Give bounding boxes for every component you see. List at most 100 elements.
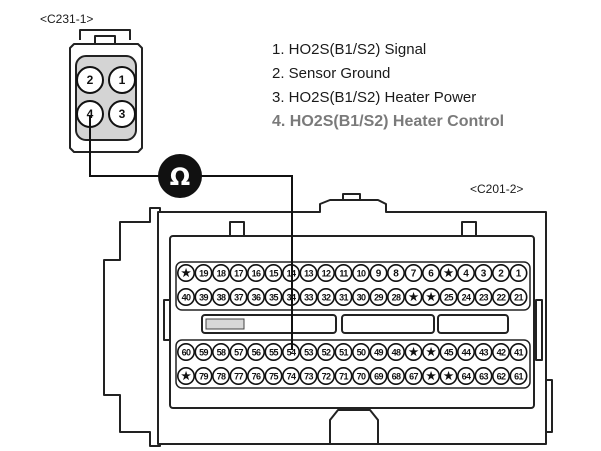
c201-key-slots — [201, 314, 509, 334]
c201-pin-label: 21 — [514, 292, 523, 302]
c201-pin: 51 — [334, 342, 353, 361]
c201-pin-label: ★ — [426, 291, 436, 303]
c201-pin: 57 — [229, 342, 248, 361]
c201-pin: 48 — [386, 342, 405, 361]
c201-pin: 22 — [491, 287, 510, 306]
c201-pin-label: 7 — [411, 268, 417, 279]
c201-pin: ★ — [177, 366, 196, 385]
c201-pin-label: 30 — [357, 292, 366, 302]
c201-pin-label: 77 — [234, 371, 243, 381]
c201-pin: 75 — [264, 366, 283, 385]
c201-pin: ★ — [421, 287, 440, 306]
c201-pin: 38 — [212, 287, 231, 306]
c201-pin-label: 11 — [339, 268, 348, 278]
c201-pin-label: 35 — [269, 292, 278, 302]
c201-pin-label: 79 — [199, 371, 208, 381]
c201-pin-label: 58 — [217, 347, 226, 357]
c201-pin: 10 — [351, 263, 370, 282]
c201-pin-label: 60 — [182, 347, 191, 357]
c201-pin-label: 55 — [269, 347, 278, 357]
c201-pin-label: 45 — [444, 347, 453, 357]
c201-pin: 79 — [194, 366, 213, 385]
c201-pin-label: 28 — [392, 292, 401, 302]
c201-pin-label: 41 — [514, 347, 523, 357]
c201-pin: 55 — [264, 342, 283, 361]
c201-pin: 58 — [212, 342, 231, 361]
c201-pin: ★ — [439, 263, 458, 282]
c201-pin: 60 — [177, 342, 196, 361]
c201-pin: 39 — [194, 287, 213, 306]
c201-pin: 69 — [369, 366, 388, 385]
c201-pin: ★ — [421, 342, 440, 361]
c201-pin-label: 54 — [287, 347, 296, 357]
c201-pin-label: 22 — [497, 292, 506, 302]
c201-pin: 32 — [316, 287, 335, 306]
c201-pin-label: 48 — [392, 347, 401, 357]
c201-pin-label: ★ — [409, 346, 419, 358]
c201-pin-label: 8 — [393, 268, 399, 279]
c201-pin-label: 10 — [357, 268, 366, 278]
c201-pin: 3 — [474, 263, 493, 282]
c201-pin-label: 51 — [339, 347, 348, 357]
c201-pin-label: ★ — [444, 370, 454, 382]
c231-pin-label: 2 — [87, 73, 94, 87]
c201-pin: 71 — [334, 366, 353, 385]
c201-pin: 62 — [491, 366, 510, 385]
c201-pin: 37 — [229, 287, 248, 306]
c201-pin: 73 — [299, 366, 318, 385]
c201-pin-label: 67 — [409, 371, 418, 381]
legend-item-4: 4. HO2S(B1/S2) Heater Control — [272, 113, 505, 130]
svg-text:Ω: Ω — [170, 163, 190, 191]
c201-pin-label: 17 — [234, 268, 243, 278]
c231-pin: 2 — [76, 66, 104, 94]
c201-pin: 59 — [194, 342, 213, 361]
c201-pin: ★ — [177, 263, 196, 282]
c201-pin: 40 — [177, 287, 196, 306]
c201-pin-label: 1 — [516, 268, 522, 279]
c201-pin-label: 15 — [269, 268, 278, 278]
c201-pin-label: 62 — [497, 371, 506, 381]
c231-pin-label: 1 — [119, 73, 126, 87]
c201-pin: 21 — [509, 287, 528, 306]
c231-connector-label: <C231-1> — [40, 12, 94, 26]
c201-pin: 50 — [351, 342, 370, 361]
c201-pin-label: 70 — [357, 371, 366, 381]
c201-pin-label: 42 — [497, 347, 506, 357]
c201-pin: 17 — [229, 263, 248, 282]
c201-pin-label: 61 — [514, 371, 523, 381]
c201-pin: 30 — [351, 287, 370, 306]
c201-pin-label: 25 — [444, 292, 453, 302]
c201-pin: 74 — [281, 366, 300, 385]
c201-pin: 9 — [369, 263, 388, 282]
c201-pin: 45 — [439, 342, 458, 361]
c201-pin-label: 64 — [462, 371, 471, 381]
c201-pin: 72 — [316, 366, 335, 385]
c201-pin-label: 23 — [479, 292, 488, 302]
c231-pin-label: 3 — [119, 107, 126, 121]
c201-pin-label: 19 — [199, 268, 208, 278]
c201-pin: 77 — [229, 366, 248, 385]
c201-pin: ★ — [404, 287, 423, 306]
c231-pin: 3 — [108, 100, 136, 128]
c231-pin: 1 — [108, 66, 136, 94]
c201-pin: 31 — [334, 287, 353, 306]
c201-pin-label: ★ — [181, 370, 191, 382]
c201-pin: 1 — [509, 263, 528, 282]
c201-pin-label: 49 — [374, 347, 383, 357]
c201-pin: 23 — [474, 287, 493, 306]
c201-pin: 41 — [509, 342, 528, 361]
c201-pin: 2 — [491, 263, 510, 282]
c201-pin-label: 37 — [234, 292, 243, 302]
c201-pin: 19 — [194, 263, 213, 282]
c201-pin-label: 36 — [252, 292, 261, 302]
c201-pin: 56 — [247, 342, 266, 361]
c201-pin-label: 33 — [304, 292, 313, 302]
c201-pin: 33 — [299, 287, 318, 306]
c201-pin: 44 — [456, 342, 475, 361]
c201-pin-label: ★ — [426, 346, 436, 358]
c201-pin: 42 — [491, 342, 510, 361]
c201-pin: 36 — [247, 287, 266, 306]
c201-pin: 24 — [456, 287, 475, 306]
